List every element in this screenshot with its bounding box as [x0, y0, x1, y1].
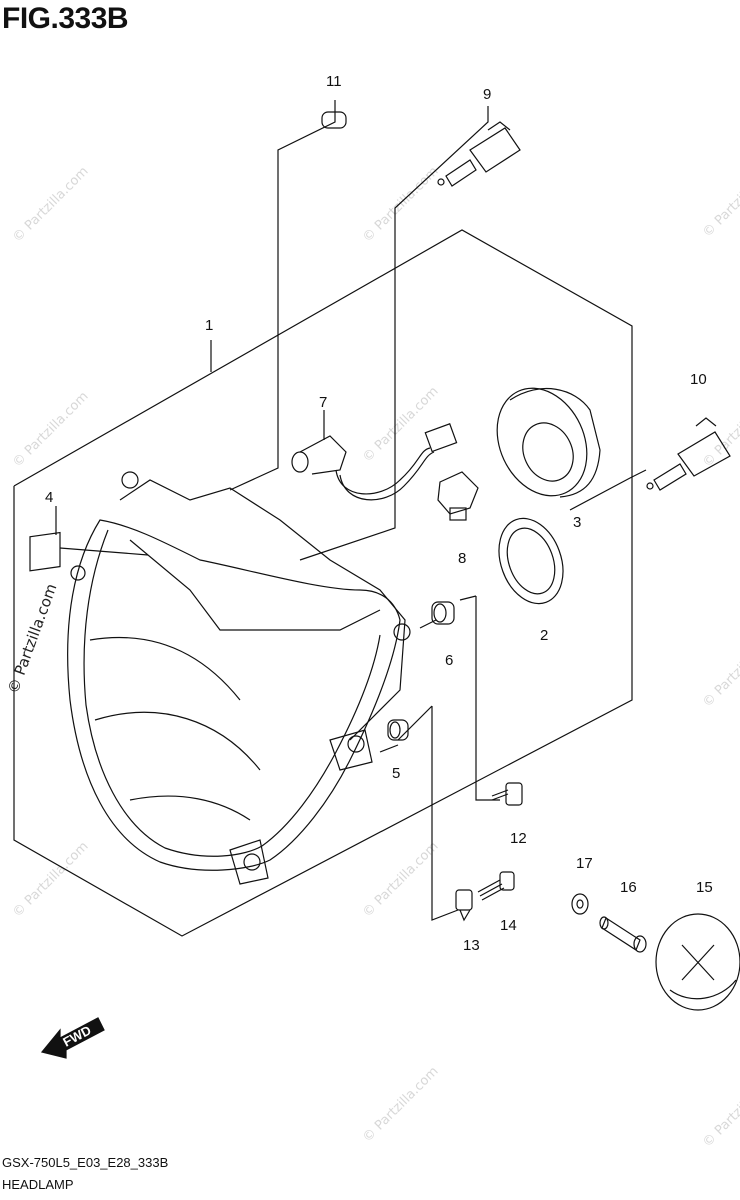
- callout-6: 6: [445, 652, 453, 669]
- part-3-cover: [496, 387, 601, 498]
- fwd-arrow: [40, 1017, 105, 1059]
- callout-1: 1: [205, 317, 213, 334]
- part-6-grommet: [431, 601, 455, 625]
- figure-name: HEADLAMP: [2, 1177, 74, 1192]
- callout-8: 8: [458, 550, 466, 567]
- callout-12: 12: [510, 830, 527, 847]
- part-13-screw: [455, 889, 473, 922]
- part-15-cap: [655, 913, 740, 1011]
- part-14-spring-screw: [477, 871, 515, 901]
- headlamp-lens: [67, 519, 401, 871]
- part-7-socket: [291, 423, 458, 501]
- part-10-bulb: [646, 417, 731, 491]
- callout-9: 9: [483, 86, 491, 103]
- part-2-seal: [498, 517, 564, 605]
- callout-15: 15: [696, 879, 713, 896]
- callout-13: 13: [463, 937, 480, 954]
- figure-title: FIG.333B: [2, 2, 129, 35]
- part-11-bulb: [321, 111, 347, 129]
- part-9-bulb: [437, 121, 521, 187]
- part-5-grommet: [387, 719, 409, 741]
- part-12-screw: [491, 782, 523, 806]
- assembly-frame: [13, 229, 633, 937]
- callout-10: 10: [690, 371, 707, 388]
- part-8-socket: [437, 471, 479, 521]
- callout-7: 7: [319, 394, 327, 411]
- callout-17: 17: [576, 855, 593, 872]
- callout-16: 16: [620, 879, 637, 896]
- callout-14: 14: [500, 917, 517, 934]
- part-16-pin: [599, 916, 647, 953]
- callout-5: 5: [392, 765, 400, 782]
- reflector-sticker: [29, 531, 61, 572]
- callout-2: 2: [540, 627, 548, 644]
- callout-11: 11: [326, 73, 342, 90]
- figure-code: GSX-750L5_E03_E28_333B: [2, 1155, 169, 1170]
- part-17-washer: [571, 893, 589, 915]
- callout-3: 3: [573, 514, 581, 531]
- callout-4: 4: [45, 489, 53, 506]
- fwd-label: FWD: [60, 1023, 93, 1050]
